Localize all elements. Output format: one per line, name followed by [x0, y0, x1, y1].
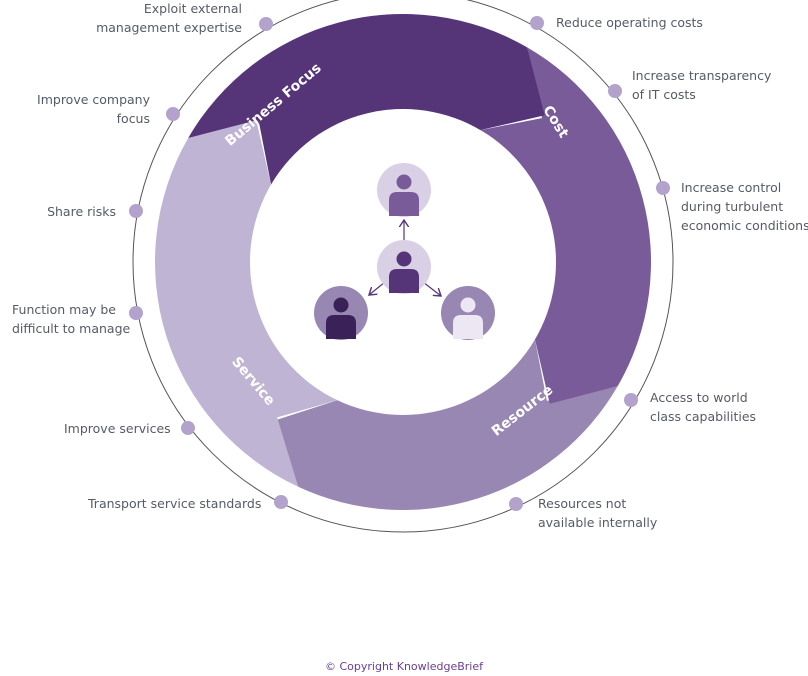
callout-dot	[530, 16, 544, 30]
callout-dot	[624, 393, 638, 407]
right-person-icon	[441, 286, 495, 340]
center-person-icon	[377, 240, 431, 294]
callout-line: focus	[116, 111, 150, 126]
callout-line: Share risks	[47, 204, 116, 219]
callout-line: Increase control	[681, 180, 782, 195]
callout-line: Exploit external	[143, 1, 242, 16]
callout-text: Improve services	[64, 419, 171, 438]
people-group	[314, 163, 495, 340]
callout-line: Improve services	[64, 421, 171, 436]
callout-line: Resources not	[538, 496, 627, 511]
callout-line: available internally	[538, 515, 658, 530]
callout-dot	[129, 306, 143, 320]
callout-line: Improve company	[37, 92, 150, 107]
callout-line: economic conditions	[681, 218, 808, 233]
callout-text: Increase transparency of IT costs	[632, 66, 777, 104]
callout-text: Access to world class capabilities	[650, 388, 760, 426]
callout-dot	[129, 204, 143, 218]
callout-dot	[181, 421, 195, 435]
callout-line: Access to world	[650, 390, 748, 405]
segment-business-focus	[155, 120, 339, 487]
callout-dot	[166, 107, 180, 121]
callout-dot	[509, 497, 523, 511]
callout-line: difficult to manage	[12, 321, 131, 336]
callout-text: Transport service standards	[88, 494, 262, 513]
copyright-text: © Copyright KnowledgeBrief	[325, 660, 483, 673]
cycle-segments	[155, 13, 651, 510]
callout-line: Reduce operating costs	[556, 15, 703, 30]
callout-dot	[656, 181, 670, 195]
callout-line: of IT costs	[632, 87, 696, 102]
segment-cost	[188, 13, 545, 186]
segment-service	[274, 338, 618, 510]
callout-line: Increase transparency	[632, 68, 772, 83]
callout-dot	[259, 17, 273, 31]
callout-text: Improve company focus	[34, 90, 150, 128]
callout-text: Share risks	[46, 202, 116, 221]
callout-line: Function may be	[12, 302, 116, 317]
callout-dots	[129, 16, 670, 511]
callout-dot	[608, 84, 622, 98]
outer-ring	[132, 0, 674, 533]
arrow-to-right	[422, 281, 441, 296]
callout-text: Reduce operating costs	[556, 13, 706, 32]
callout-line: Transport service standards	[88, 496, 262, 511]
callout-text: Increase control during turbulent economic…	[681, 178, 808, 235]
callout-line: management expertise	[96, 20, 242, 35]
callout-text: Function may be difficult to manage	[12, 300, 131, 338]
left-person-icon	[314, 286, 368, 340]
segment-resource	[479, 47, 651, 404]
callout-dot	[274, 495, 288, 509]
top-person-icon	[377, 163, 431, 217]
callout-line: during turbulent	[681, 199, 784, 214]
arrow-to-left	[369, 281, 386, 295]
callout-text: Resources not available internally	[538, 494, 663, 532]
callout-line: class capabilities	[650, 409, 757, 424]
callout-text: Exploit external management expertise	[96, 0, 242, 37]
